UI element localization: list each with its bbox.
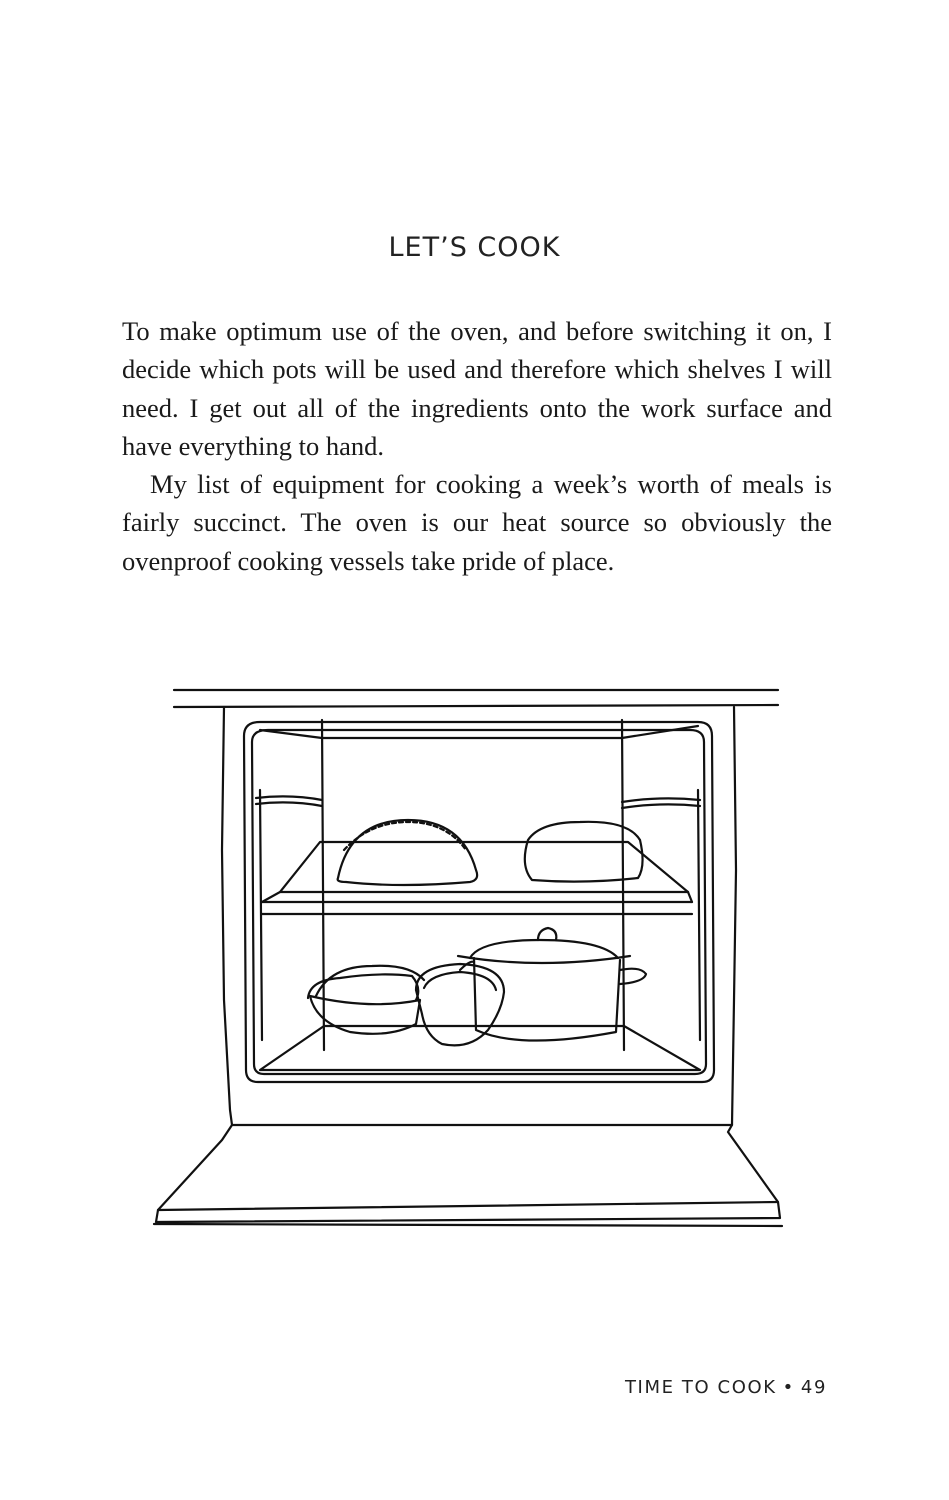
oven-frame (220, 705, 234, 1127)
body-text: To make optimum use of the oven, and bef… (122, 312, 832, 580)
running-footer: TIME TO COOK•49 (625, 1377, 827, 1398)
lower-shelf (258, 1024, 702, 1072)
chapter-heading: LET’S COOK (388, 232, 561, 263)
back-wall (320, 718, 326, 1052)
paragraph-1: To make optimum use of the oven, and bef… (122, 316, 832, 461)
casserole-dish (468, 938, 620, 960)
oven-cavity (242, 720, 716, 1084)
shelf-rail-left (254, 795, 324, 802)
footer-separator: • (782, 1377, 795, 1398)
ramekin (414, 962, 506, 1047)
gratin-dish (306, 973, 420, 1002)
paragraph-2: My list of equipment for cooking a week’… (122, 469, 832, 576)
footer-section-title: TIME TO COOK (624, 1377, 777, 1398)
loaf (523, 820, 644, 883)
page-number: 49 (800, 1377, 827, 1398)
oven-illustration (152, 688, 784, 1228)
pasty (336, 818, 479, 887)
oven-door (154, 1123, 782, 1224)
